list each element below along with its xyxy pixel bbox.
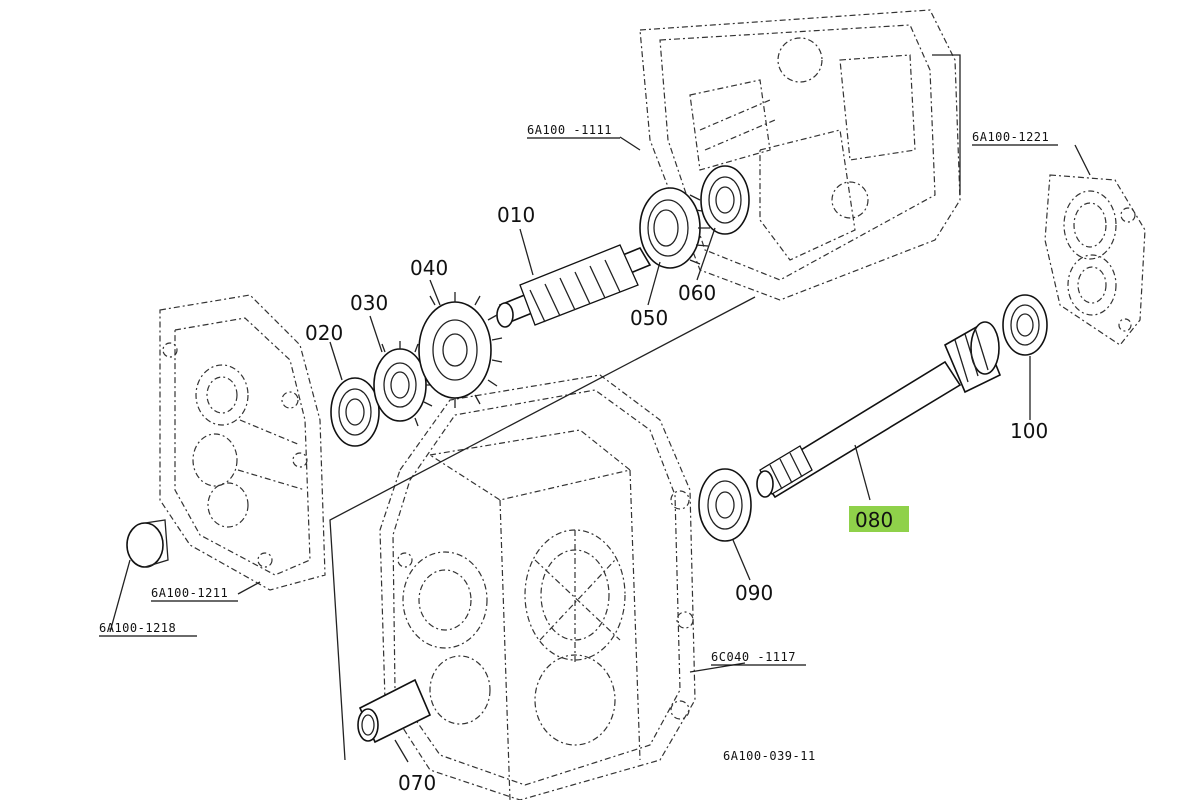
label-020[interactable]: 020 [305,321,343,345]
label-090[interactable]: 090 [735,581,773,605]
output-shaft-080[interactable] [756,360,962,499]
label-100[interactable]: 100 [1010,419,1048,443]
highlight-080 [849,506,909,532]
pinion-gear-080[interactable] [943,321,1002,394]
label-050[interactable]: 050 [630,306,668,330]
front-cover-housing[interactable] [159,294,326,591]
label-060[interactable]: 060 [678,281,716,305]
gear-050[interactable] [639,187,710,269]
main-transmission-case[interactable] [379,374,696,800]
input-shaft-010[interactable] [496,244,652,328]
label-070[interactable]: 070 [398,771,436,795]
leader-lines [109,136,1091,763]
ref-6c040-1117[interactable]: 6C040 -1117 [711,650,796,664]
ref-6a100-1111[interactable]: 6A100 -1111 [527,123,612,137]
bearing-100[interactable] [1002,294,1048,356]
bearing-cover-plate[interactable] [1044,174,1146,346]
reference-labels: 6A100 -1111 6A100-1221 6A100-1211 6A100-… [99,123,1058,763]
ref-6a100-1218[interactable]: 6A100-1218 [99,621,176,635]
part-number-labels: 010 020 030 040 050 060 070 080 090 100 [305,203,1048,795]
ref-6a100-1211[interactable]: 6A100-1211 [151,586,228,600]
label-030[interactable]: 030 [350,291,388,315]
diagram-code: 6A100-039-11 [723,749,816,763]
cover-plug[interactable] [126,519,169,568]
bearing-060[interactable] [700,165,750,235]
label-040[interactable]: 040 [410,256,448,280]
gear-040[interactable] [418,292,503,408]
bearing-090[interactable] [698,468,752,542]
bearing-020[interactable] [330,377,380,447]
label-080[interactable]: 080 [855,508,893,532]
label-010[interactable]: 010 [497,203,535,227]
ref-6a100-1221[interactable]: 6A100-1221 [972,130,1049,144]
sleeve-part-070[interactable] [357,678,432,744]
upper-transmission-housing[interactable] [639,9,961,301]
